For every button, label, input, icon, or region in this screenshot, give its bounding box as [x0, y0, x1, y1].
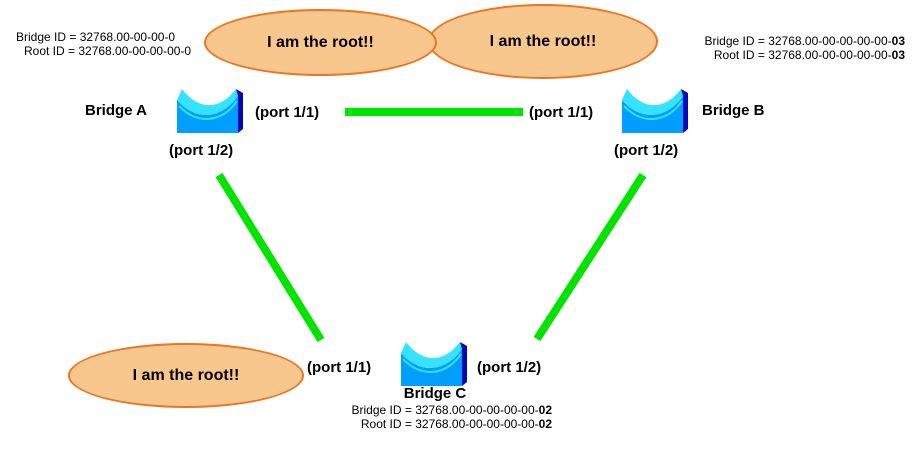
bridge-b-id-block: Bridge ID = 32768.00-00-00-00-00-03 Root… — [705, 34, 905, 62]
bridge-c-root-id-text: Root ID = 32768.00-00-00-00-00-02 — [360, 417, 552, 431]
bridge-a-port-1-1-label: (port 1/1) — [255, 104, 320, 121]
bridge-b-root-id-text: Root ID = 32768.00-00-00-00-00-03 — [713, 48, 905, 62]
bridge-a-label: Bridge A — [85, 102, 147, 119]
bridge-c-label: Bridge C — [403, 385, 467, 402]
bridge-a-root-id-text: Root ID = 32768.00-00-00-00-0 — [24, 44, 192, 58]
bridge-a-bridge-id-text: Bridge ID = 32768.00-00-00-0 — [16, 30, 176, 44]
speech-bubble-c-text: I am the root!! — [132, 366, 240, 384]
bridge-b-icon — [622, 89, 688, 133]
speech-bubble-a-text: I am the root!! — [267, 33, 374, 51]
bridge-a-icon — [177, 89, 243, 133]
bridge-b-port-1-2-label: (port 1/2) — [614, 142, 679, 159]
bridge-a-port-1-2-label: (port 1/2) — [169, 142, 234, 159]
bridge-c-port-1-2-label: (port 1/2) — [477, 359, 542, 376]
bridge-b-bridge-id-text: Bridge ID = 32768.00-00-00-00-00-03 — [704, 34, 905, 48]
speech-bubble-b: I am the root!! — [428, 4, 658, 79]
bridge-b-label: Bridge B — [702, 102, 765, 119]
speech-bubble-a: I am the root!! — [204, 9, 437, 76]
link-b-c — [533, 172, 647, 342]
bridge-c-icon — [401, 342, 467, 386]
bridge-c-bridge-id-text: Bridge ID = 32768.00-00-00-00-00-02 — [351, 403, 552, 417]
speech-bubble-c: I am the root!! — [68, 343, 304, 408]
speech-bubble-b-text: I am the root!! — [489, 32, 597, 50]
link-a-c — [215, 172, 325, 343]
bridge-c-id-block: Bridge ID = 32768.00-00-00-00-00-02 Root… — [352, 403, 552, 431]
bridge-b-port-1-1-label: (port 1/1) — [529, 104, 594, 121]
bridge-c-port-1-1-label: (port 1/1) — [307, 359, 372, 376]
